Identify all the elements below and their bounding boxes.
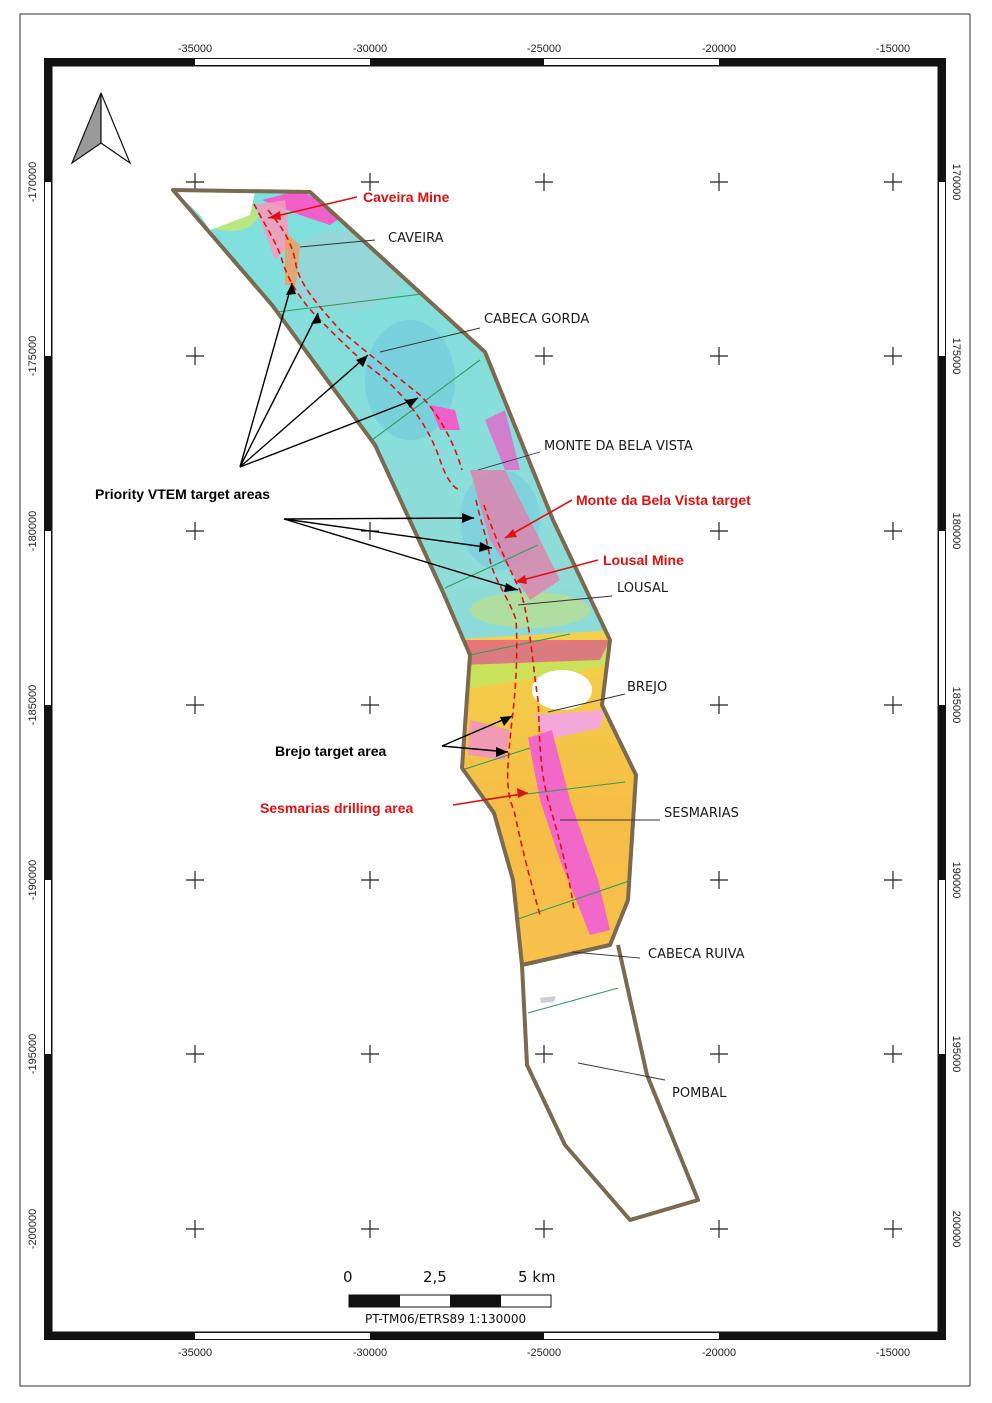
graticule-cross — [710, 871, 728, 889]
graticule-cross — [535, 1220, 553, 1238]
label-lousal: LOUSAL — [617, 581, 669, 596]
graticule-cross — [186, 173, 204, 191]
scale-label-5km: 5 km — [518, 1268, 556, 1286]
graticule-cross — [710, 1045, 728, 1063]
x-tick-label: -20000 — [702, 1347, 736, 1359]
graticule-cross — [186, 347, 204, 365]
graticule-cross — [710, 696, 728, 714]
annotation-caveira-mine: Caveira Mine — [363, 189, 450, 205]
graticule-cross — [884, 1045, 902, 1063]
flight-line — [527, 987, 619, 1014]
graticule-cross — [186, 522, 204, 540]
graticule-cross — [361, 173, 379, 191]
graticule-cross — [361, 1220, 379, 1238]
graticule-cross — [884, 522, 902, 540]
graticule-cross — [884, 871, 902, 889]
scale-label-2-5: 2,5 — [423, 1268, 447, 1286]
place-leader-lines — [299, 239, 666, 1081]
small-patch — [540, 996, 556, 1003]
x-tick-label: -35000 — [178, 1347, 212, 1359]
x-tick-label: -20000 — [702, 43, 736, 55]
graticule-cross — [186, 871, 204, 889]
north-arrow-icon — [70, 92, 132, 165]
annotation-labels: Caveira Mine Monte da Bela Vista target … — [95, 189, 751, 816]
graticule-cross — [361, 696, 379, 714]
x-tick-label: -15000 — [876, 43, 910, 55]
projection-label: PT-TM06/ETRS89 1:130000 — [365, 1312, 526, 1326]
graticule-cross — [186, 1220, 204, 1238]
y-tick-labels-left: -170000 -175000 -180000 -185000 -190000 -1950… — [27, 162, 39, 1249]
x-tick-label: -25000 — [527, 1347, 561, 1359]
annotation-brejo-target: Brejo target area — [275, 743, 386, 759]
y-tick-label: 175000 — [950, 338, 962, 375]
x-tick-label: -35000 — [178, 43, 212, 55]
y-tick-label: 170000 — [950, 164, 962, 201]
y-tick-label: -190000 — [27, 860, 39, 900]
graticule-cross — [884, 347, 902, 365]
target-outlines — [253, 203, 575, 916]
annotation-priority-vtem: Priority VTEM target areas — [95, 486, 270, 502]
graticule-cross — [884, 173, 902, 191]
x-tick-label: -25000 — [527, 43, 561, 55]
label-sesmarias: SESMARIAS — [664, 806, 739, 821]
graticule-cross — [710, 1220, 728, 1238]
x-tick-label: -30000 — [353, 1347, 387, 1359]
annotation-monte-target: Monte da Bela Vista target — [576, 492, 751, 508]
y-tick-label: 200000 — [950, 1211, 962, 1248]
y-tick-labels-right: 170000 175000 180000 185000 190000 195000 2000… — [950, 164, 962, 1248]
label-caveira: CAVEIRA — [388, 231, 444, 246]
graticule-cross — [884, 696, 902, 714]
label-brejo: BREJO — [627, 680, 667, 695]
scale-bar: 0 2,5 5 km PT-TM06/ETRS89 1:130000 — [343, 1268, 556, 1326]
graticule-cross — [535, 173, 553, 191]
y-tick-label: -200000 — [27, 1209, 39, 1249]
survey-outline — [171, 188, 700, 1222]
y-tick-label: 185000 — [950, 687, 962, 724]
label-cabeca-ruiva: CABECA RUIVA — [648, 947, 745, 962]
place-labels: CAVEIRA CABECA GORDA MONTE DA BELA VISTA… — [388, 231, 745, 1101]
y-tick-label: -180000 — [27, 511, 39, 551]
y-tick-label: 190000 — [950, 862, 962, 899]
x-tick-labels-top: -35000 -30000 -25000 -20000 -15000 — [178, 43, 910, 55]
graticule-cross — [186, 1045, 204, 1063]
annotation-sesmarias-drilling: Sesmarias drilling area — [260, 800, 414, 816]
label-monte-da-bela-vista: MONTE DA BELA VISTA — [544, 439, 693, 454]
graticule-cross — [535, 347, 553, 365]
annotation-arrows — [239, 196, 599, 806]
graticule-cross — [186, 696, 204, 714]
y-tick-label: -175000 — [27, 336, 39, 376]
graticule-cross — [710, 173, 728, 191]
x-tick-label: -30000 — [353, 43, 387, 55]
graticule-cross — [361, 1045, 379, 1063]
scale-label-0: 0 — [343, 1268, 353, 1286]
graticule-cross — [535, 1045, 553, 1063]
graticule-cross — [710, 522, 728, 540]
x-tick-labels-bottom: -35000 -30000 -25000 -20000 -15000 — [178, 1347, 910, 1359]
label-pombal: POMBAL — [672, 1086, 727, 1101]
label-cabeca-gorda: CABECA GORDA — [484, 312, 589, 327]
y-tick-label: -185000 — [27, 685, 39, 725]
annotation-lousal-mine: Lousal Mine — [603, 552, 684, 568]
graticule-cross — [361, 871, 379, 889]
x-tick-label: -15000 — [876, 1347, 910, 1359]
y-tick-label: -170000 — [27, 162, 39, 202]
graticule-cross — [884, 1220, 902, 1238]
map-frame — [44, 58, 946, 1340]
graticule-cross — [710, 347, 728, 365]
y-tick-label: 195000 — [950, 1036, 962, 1073]
y-tick-label: 180000 — [950, 513, 962, 550]
y-tick-label: -195000 — [27, 1034, 39, 1074]
